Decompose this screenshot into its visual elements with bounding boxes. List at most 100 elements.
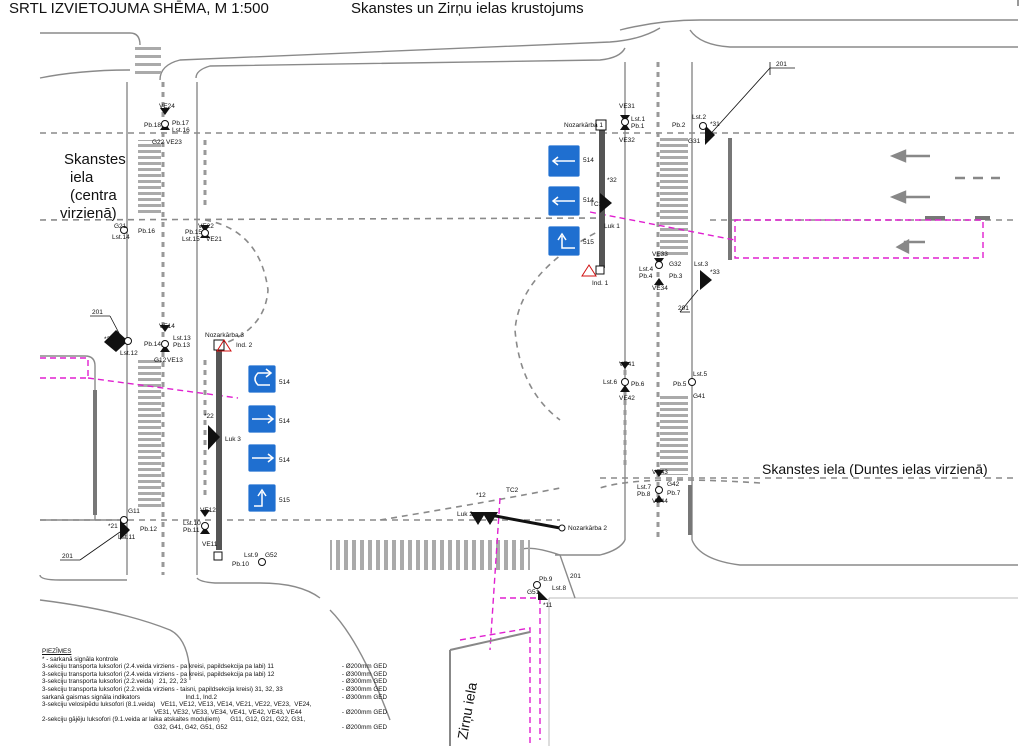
label-Pb16: Pb.16 bbox=[138, 228, 155, 235]
label-G32: G32 bbox=[669, 261, 682, 268]
notes-row: G32, G41, G42, G51, G52- Ø200mm GED bbox=[42, 723, 387, 731]
label-s11: *11 bbox=[543, 602, 553, 609]
blue-signs bbox=[247, 144, 581, 513]
label-G11: G11 bbox=[128, 508, 140, 515]
label-Lst8: Lst.8 bbox=[552, 585, 566, 592]
label-VE44: VE44 bbox=[652, 498, 668, 505]
page-title: SRTL IZVIETOJUMA SHĒMA, M 1:500 bbox=[9, 0, 269, 17]
label-VE43: VE43 bbox=[652, 469, 668, 476]
label-s22: *22 bbox=[204, 413, 214, 420]
label-201-e: 201 bbox=[570, 573, 581, 580]
label-Lst14: Lst.14 bbox=[112, 234, 130, 241]
label-Pb13: Pb.13 bbox=[173, 342, 190, 349]
notes-row: 3-sekciju transporta luksofori (2.4.veid… bbox=[42, 670, 387, 678]
label-VE23: VE23 bbox=[166, 139, 182, 146]
label-G51: G51 bbox=[527, 589, 540, 596]
label-VE21: VE21 bbox=[206, 236, 222, 243]
label-Pb10: Pb.10 bbox=[232, 561, 249, 568]
label-201-b: 201 bbox=[678, 305, 689, 312]
zirnu-lanes bbox=[449, 631, 531, 746]
notes-row: 3-sekciju transporta luksofori (2.2.veid… bbox=[42, 678, 387, 686]
label-G52: G52 bbox=[265, 552, 278, 559]
label-Lst16: Lst.16 bbox=[172, 127, 190, 134]
label-Pb6: Pb.6 bbox=[631, 381, 645, 388]
notes-row: 3-sekciju transporta luksofori (2.4.veid… bbox=[42, 663, 387, 671]
notes-row: * - sarkanā signāla kontrole bbox=[42, 655, 119, 663]
label-VE32: VE32 bbox=[619, 137, 635, 144]
label-Pb11: Pb.11 bbox=[183, 527, 200, 534]
label-luk-1: Luk 1 bbox=[604, 223, 620, 230]
label-Lst12: Lst.12 bbox=[120, 350, 138, 357]
sign-code-4: 514 bbox=[279, 379, 290, 386]
label-s32: *32 bbox=[607, 177, 617, 184]
label-Lst13: Lst.13 bbox=[173, 335, 191, 342]
label-luk-2: Luk 2 bbox=[457, 511, 473, 518]
label-ind-1: Ind. 1 bbox=[592, 280, 609, 287]
label-201-d: 201 bbox=[62, 553, 73, 560]
label-Pb15: Pb.15 bbox=[185, 229, 202, 236]
page-subtitle: Skanstes un Zirņu ielas krustojums bbox=[351, 0, 584, 17]
label-VE12: VE12 bbox=[200, 507, 216, 514]
label-G12: G12 bbox=[154, 357, 167, 364]
label-ind-2: Ind. 2 bbox=[236, 342, 253, 349]
notes-row: 3-sekciju transporta luksofori (2.2.veid… bbox=[42, 685, 387, 693]
label-VE42: VE42 bbox=[619, 395, 635, 402]
label-Lst10: Lst.10 bbox=[183, 520, 201, 527]
label-VE22: VE22 bbox=[198, 223, 214, 230]
street-skanstes-left-1: Skanstes bbox=[64, 151, 126, 168]
notes-row: sarkanā gaismas signāla indikators Ind.1… bbox=[42, 693, 387, 701]
label-Pb7: Pb.7 bbox=[667, 490, 681, 497]
street-skanstes-left-4: virzienā) bbox=[60, 205, 117, 222]
label-luk-3: Luk 3 bbox=[225, 436, 241, 443]
label-Lst15: Lst.15 bbox=[182, 236, 200, 243]
label-201-c: 201 bbox=[92, 309, 103, 316]
crosswalk-stripes bbox=[135, 47, 688, 570]
label-Pb12: Pb.12 bbox=[140, 526, 157, 533]
label-VE13: VE13 bbox=[167, 357, 183, 364]
road-arrows bbox=[889, 149, 1000, 254]
label-s12: *12 bbox=[476, 492, 486, 499]
label-VE24: VE24 bbox=[159, 103, 175, 110]
notes-row: 3-sekciju velosipēdu luksofori (8.1.veid… bbox=[42, 701, 312, 709]
label-nozarkarba-1: Nozarkārba 1 bbox=[564, 122, 603, 129]
signal-heads bbox=[104, 108, 715, 600]
notes-row: 2-sekciju gājēju luksofori (9.1.veida ar… bbox=[42, 716, 306, 724]
street-skanstes-right: Skanstes iela (Duntes ielas virzienā) bbox=[762, 461, 988, 477]
notes-heading: PIEZĪMES bbox=[42, 648, 72, 655]
label-Pb17: Pb.17 bbox=[172, 120, 189, 127]
notes-panel: PIEZĪMES * - sarkanā signāla kontrole 3-… bbox=[42, 648, 387, 732]
sign-code-6: 514 bbox=[279, 457, 290, 464]
label-tc1: TC1 bbox=[590, 201, 603, 208]
sign-code-1: 514 bbox=[583, 157, 594, 164]
label-VE41: VE41 bbox=[619, 361, 635, 368]
sign-code-2: 514 bbox=[583, 197, 594, 204]
label-G31: G31 bbox=[688, 138, 701, 145]
label-nozarkarba-3: Nozarkārba 3 bbox=[205, 332, 244, 339]
label-VE34: VE34 bbox=[652, 285, 668, 292]
street-skanstes-left-2: iela bbox=[70, 169, 94, 186]
label-tc2: TC2 bbox=[506, 487, 519, 494]
street-zirnu: Zirņu iela bbox=[454, 681, 480, 741]
label-s31: *31 bbox=[710, 121, 720, 128]
label-s21: *21 bbox=[108, 523, 118, 530]
label-Pb5: Pb.5 bbox=[673, 381, 687, 388]
label-Pb14: Pb.14 bbox=[144, 341, 161, 348]
label-Pb4: Pb.4 bbox=[639, 273, 653, 280]
label-VE31: VE31 bbox=[619, 103, 635, 110]
label-Lst1: Lst.1 bbox=[631, 116, 645, 123]
label-G22: G22 bbox=[152, 139, 165, 146]
label-Pb8: Pb.8 bbox=[637, 491, 651, 498]
label-s23: *23 bbox=[104, 336, 114, 343]
label-Lst11: Lst.11 bbox=[118, 534, 136, 541]
sheet-border bbox=[548, 0, 1019, 746]
sign-code-5: 514 bbox=[279, 418, 290, 425]
label-nozarkarba-2: Nozarkārba 2 bbox=[568, 525, 607, 532]
label-Lst6: Lst.6 bbox=[603, 379, 617, 386]
street-skanstes-left-3: (centra bbox=[70, 187, 117, 204]
signal-circles bbox=[120, 118, 707, 589]
label-Pb1: Pb.1 bbox=[631, 123, 645, 130]
label-G42: G42 bbox=[667, 481, 680, 488]
sign-arrows bbox=[252, 156, 575, 507]
label-G21: G21 bbox=[114, 223, 127, 230]
sign-code-3: 515 bbox=[583, 239, 594, 246]
